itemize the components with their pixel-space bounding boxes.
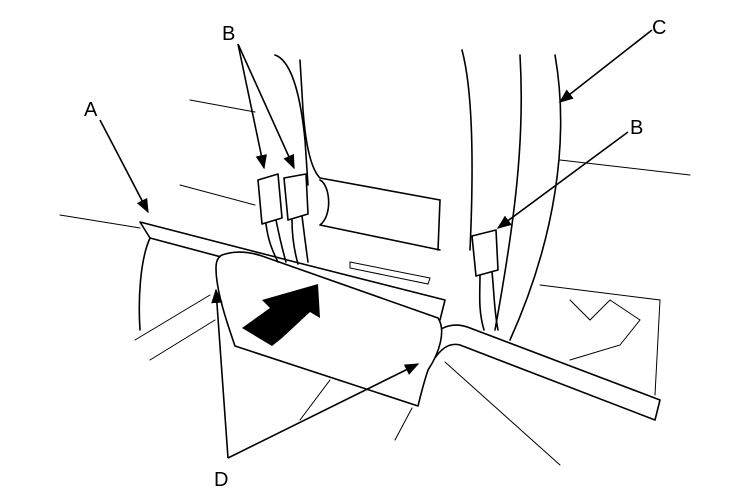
shoulder-belt [494,54,562,341]
seat-belt-buckle-left-2 [283,173,309,265]
rear-seatback [59,49,691,396]
callout-a: A [84,99,98,121]
callout-c: C [652,17,666,39]
seat-belt-buckle-left-1 [257,173,287,263]
callout-d: D [214,469,228,491]
seat-cushion-flap [215,251,443,441]
callout-b-right: B [630,117,643,139]
push-direction-arrow-icon [242,284,320,346]
seat-belt-buckle-right [471,229,499,331]
leader-lines [99,29,653,459]
callout-b-left: B [222,23,235,45]
right-seat-cushion [429,324,661,466]
